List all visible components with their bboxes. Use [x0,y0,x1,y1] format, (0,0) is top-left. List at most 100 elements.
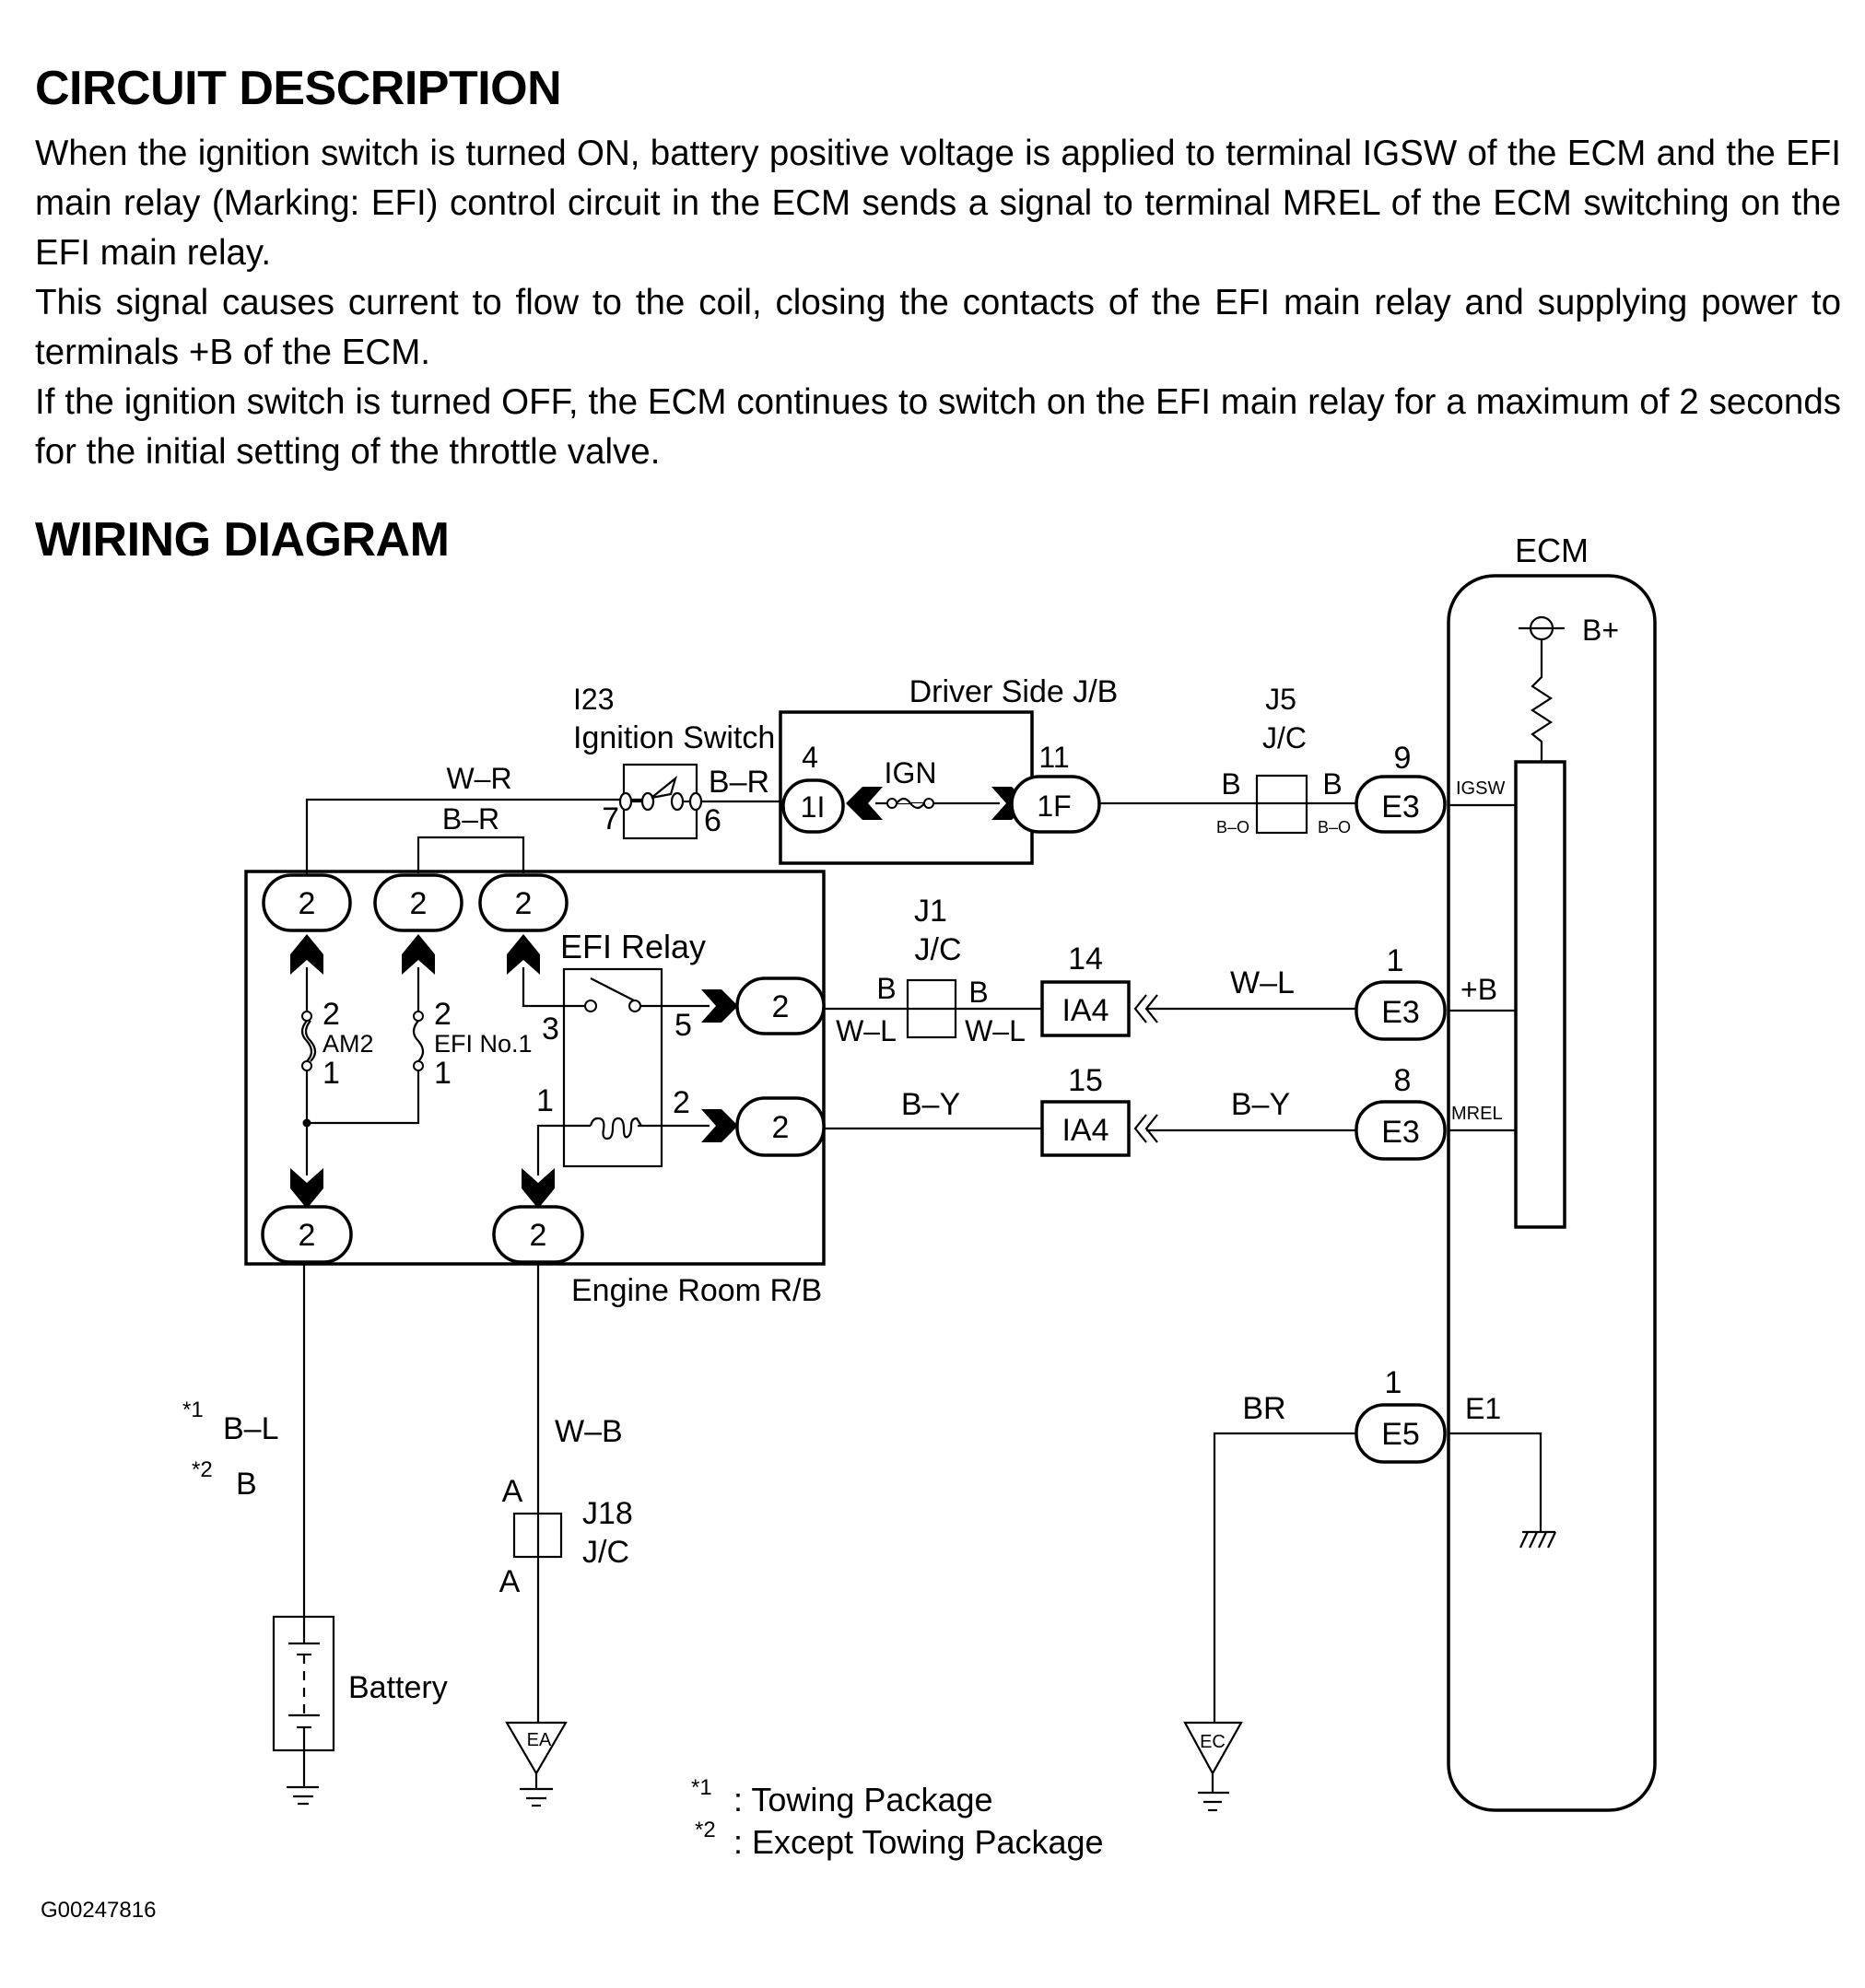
ground-ea-icon: EA [505,1721,568,1807]
svg-text:*2: *2 [695,1818,716,1842]
circuit-description-text: When the ignition switch is turned ON, b… [35,129,1841,477]
svg-text:J/C: J/C [1262,721,1307,754]
connector-top-1 [262,873,352,932]
in-line-connector-icon [1133,994,1147,1023]
pin-label: 9 [1394,741,1412,776]
svg-text:2: 2 [673,1085,690,1120]
b-plus-symbol-icon [1519,615,1565,641]
wire-color-label: B–R [709,765,769,800]
wire-color-label: B–Y [1231,1087,1290,1122]
ignition-switch: I23 Ignition Switch 7 6 [573,683,775,840]
svg-text:EA: EA [527,1730,552,1750]
legend-notes: *1 : Towing Package *2 : Except Towing P… [691,1775,1104,1861]
svg-text:B: B [1322,767,1342,801]
jb-label: Driver Side J/B [909,674,1119,709]
j5-junction-connector: J5 J/C B B B–O B–O [1216,683,1351,836]
svg-text:W–L: W–L [965,1014,1026,1047]
rb-label: Engine Room R/B [571,1273,822,1308]
svg-text:J18: J18 [582,1496,633,1531]
pin-label: 6 [704,803,721,838]
pin-label: 1 [1387,943,1404,978]
battery-icon [272,1615,335,1787]
svg-text:*1: *1 [182,1397,204,1422]
svg-text:EC: EC [1200,1732,1226,1752]
connector-e5 [1355,1403,1447,1464]
connector-top-3 [478,873,569,932]
connector-e3-igsw [1355,775,1447,834]
ecm-outline [1447,574,1657,1812]
connector-bottom-2 [492,1205,584,1264]
svg-text:B: B [1221,767,1240,801]
chassis-ground-icon [1519,1530,1556,1549]
connector-e3-plus-b [1355,980,1447,1041]
description-paragraph: If the ignition switch is turned OFF, th… [35,382,1841,472]
svg-text:B: B [876,972,896,1005]
relay-label: EFI Relay [560,928,706,965]
svg-text:5: 5 [674,1008,692,1043]
svg-text:*1: *1 [691,1775,712,1800]
svg-text:*2: *2 [192,1457,213,1482]
svg-text:2: 2 [515,886,533,921]
connector-right-2 [735,1096,826,1157]
wire-w-r [305,798,645,875]
ecm-label: ECM [1515,532,1589,569]
svg-text:2: 2 [410,886,428,921]
description-paragraph: This signal causes current to flow to th… [35,283,1841,372]
svg-text:B: B [968,976,988,1009]
svg-text:J/C: J/C [582,1535,629,1570]
ecm-internal-block [1514,760,1566,1229]
svg-text:2: 2 [530,1218,547,1253]
connector-right-1 [735,976,826,1035]
wire-color-label: W–R [446,762,511,795]
engine-room-rb: Engine Room R/B 2 2 2 2 AM2 1 2 EFI No.1… [244,870,826,1308]
wire-color-label: B–R [442,802,499,836]
ground-ec-icon: EC [1183,1721,1243,1812]
circuit-description-heading: CIRCUIT DESCRIPTION [35,62,562,115]
wire-color-label: B–Y [901,1087,960,1122]
wire-color-label: W–B [555,1414,623,1449]
pin-label: 8 [1394,1063,1412,1098]
svg-text:2: 2 [772,1110,790,1145]
connector-ia4-15 [1040,1100,1131,1157]
driver-side-jb: Driver Side J/B 1I 4 IGN 1F 11 [779,674,1119,865]
relay-coil-icon [589,1117,642,1140]
svg-text:A: A [502,1474,523,1509]
connector-top-2 [373,873,463,932]
pin-label: 11 [1038,741,1069,774]
svg-text:IA4: IA4 [1062,1113,1108,1148]
wiring-diagram-heading: WIRING DIAGRAM [35,513,450,567]
svg-text:IA4: IA4 [1062,993,1108,1028]
ignition-switch-code: I23 [573,683,614,716]
relay-switch-icon [590,977,635,1001]
j1-junction-connector: J1 J/C B B W–L W–L [836,894,1026,1047]
pin-label: 14 [1068,941,1103,976]
svg-text:A: A [499,1564,521,1599]
fuse-label: IGN [885,756,937,789]
svg-text:2: 2 [434,997,452,1032]
svg-text:B–O: B–O [1318,818,1351,836]
svg-text:1: 1 [434,1056,452,1091]
svg-text:1: 1 [536,1083,554,1118]
pin-label: 15 [1068,1063,1103,1098]
e1-terminal-label: E1 [1465,1392,1501,1425]
svg-text:1: 1 [323,1056,340,1091]
connector-ia4-14 [1040,980,1131,1037]
svg-text:E3: E3 [1381,789,1420,824]
connector-bottom-1 [261,1205,353,1264]
ground-icon [287,1785,319,1806]
fuse-am2-icon [300,1020,313,1062]
battery-label: Battery [348,1670,448,1705]
connector-e3-mrel [1355,1100,1447,1161]
svg-text:2: 2 [772,989,790,1024]
svg-text:1I: 1I [801,790,826,824]
ecm: ECM B+ IGSW +B MREL E1 [1447,532,1657,1812]
svg-text:AM2: AM2 [323,1030,374,1058]
svg-text:J/C: J/C [915,932,962,967]
svg-text:2: 2 [323,997,340,1032]
wire-br [1213,1432,1356,1723]
svg-text:E3: E3 [1381,1115,1420,1150]
fuse-icon [886,797,934,810]
pin-label: 7 [602,801,619,836]
svg-text:2: 2 [299,886,316,921]
